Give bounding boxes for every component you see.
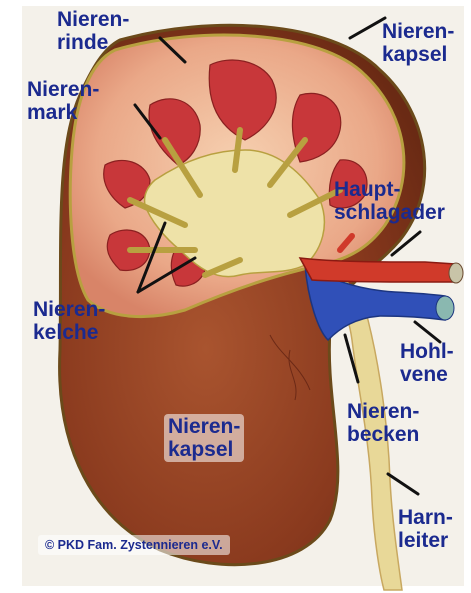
label-hauptschlagader: Haupt- schlagader — [334, 178, 445, 224]
label-nierenmark: Nieren- mark — [27, 78, 99, 124]
label-nierenbecken: Nieren- becken — [347, 400, 419, 446]
label-harnleiter: Harn- leiter — [398, 506, 453, 552]
vein-end — [436, 296, 454, 320]
artery-end — [449, 263, 463, 283]
copyright-notice: © PKD Fam. Zystennieren e.V. — [38, 535, 230, 555]
label-nierenrinde: Nieren- rinde — [57, 8, 129, 54]
label-hohlvene: Hohl- vene — [400, 340, 454, 386]
label-nierenkapsel-top: Nieren- kapsel — [382, 20, 454, 66]
label-nierenkelche: Nieren- kelche — [33, 298, 105, 344]
label-nierenkapsel-bottom: Nieren- kapsel — [164, 414, 244, 462]
